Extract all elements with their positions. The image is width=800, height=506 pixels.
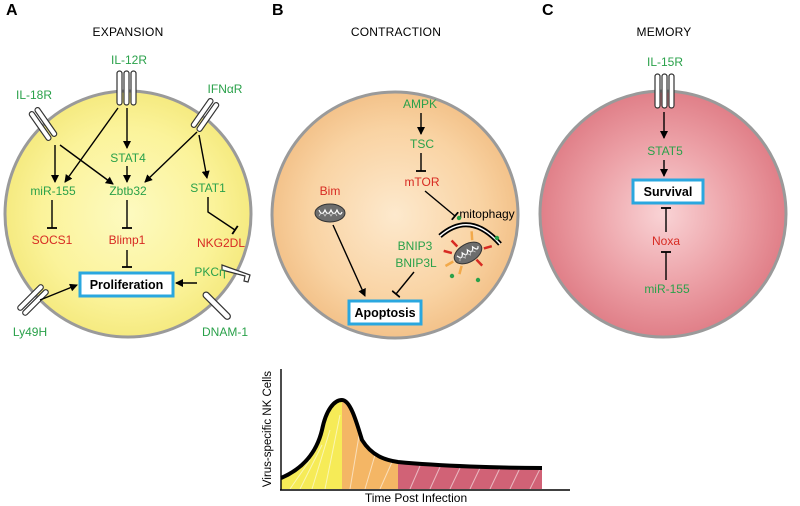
panel-b-edges [332, 113, 459, 298]
stat1-node: STAT1 [190, 181, 226, 195]
nkg2dl-node: NKG2DL [197, 236, 245, 250]
proliferation-label: Proliferation [90, 278, 164, 292]
y-axis-label: Virus-specific NK Cells [262, 371, 274, 487]
panel-b-title: CONTRACTION [351, 25, 441, 39]
il18r-label: IL-18R [16, 88, 52, 102]
panel-contraction: B CONTRACTION AMPK TSC mTOR Bim mitophag… [270, 2, 520, 340]
panel-memory: C MEMORY IL-15R STAT5 Noxa miR-155 Survi… [538, 2, 788, 339]
mitophagy-node: mitophagy [459, 207, 514, 221]
blimp1-node: Blimp1 [109, 233, 146, 247]
kinetics-plot: Virus-specific NK Cells Time Post Infect… [262, 369, 570, 505]
panel-a-letter: A [6, 2, 18, 19]
contraction-phase-fill [342, 400, 398, 489]
il15r-receptor [654, 73, 675, 109]
panel-a-title: EXPANSION [93, 25, 164, 39]
x-axis-label: Time Post Infection [365, 491, 467, 505]
survival-box [631, 178, 705, 205]
panel-c-title: MEMORY [637, 25, 692, 39]
il12r-receptor [116, 70, 137, 106]
il18r-receptor [28, 107, 58, 141]
panel-expansion: A EXPANSION IL-12R IL-18R IFNαR Ly49H [3, 2, 253, 339]
zbtb32-node: Zbtb32 [109, 184, 147, 198]
apoptosis-box [347, 299, 423, 326]
mir155-memory-node: miR-155 [644, 282, 690, 296]
il12r-label: IL-12R [111, 53, 147, 67]
ly49h-label: Ly49H [13, 325, 47, 339]
ly49h-receptor [17, 284, 49, 316]
stat5-node: STAT5 [647, 144, 683, 158]
panel-c-letter: C [542, 2, 554, 19]
pkc-node: PKCη [194, 265, 225, 279]
il15r-label: IL-15R [647, 55, 683, 69]
survival-label: Survival [644, 185, 693, 199]
ifnar-receptor [190, 98, 220, 132]
kinetics-curve [280, 397, 543, 480]
mitochondrion-icon [314, 203, 346, 223]
socs1-node: SOCS1 [32, 233, 73, 247]
cell-contraction [270, 90, 520, 340]
panel-a-edges [39, 107, 239, 301]
damaged-mitochondrion-icon [443, 231, 493, 275]
dnam1-receptor [202, 291, 231, 320]
ampk-node: AMPK [403, 97, 437, 111]
cell-memory [538, 89, 788, 339]
tsc-node: TSC [410, 137, 434, 151]
apoptosis-label: Apoptosis [354, 306, 415, 320]
dnam1-label: DNAM-1 [202, 325, 248, 339]
mir155-node: miR-155 [30, 184, 76, 198]
bnip3l-node: BNIP3L [395, 256, 437, 270]
panel-c-edges [660, 112, 671, 280]
stat4-node: STAT4 [110, 151, 146, 165]
proliferation-box [78, 271, 175, 298]
ifnar-label: IFNαR [208, 82, 243, 96]
bim-node: Bim [320, 184, 341, 198]
expansion-phase-fill [281, 400, 342, 489]
mtor-node: mTOR [404, 175, 439, 189]
bnip3-node: BNIP3 [398, 239, 433, 253]
panel-b-letter: B [272, 2, 284, 19]
noxa-node: Noxa [652, 234, 680, 248]
nkg2dl-ligand [221, 264, 251, 283]
